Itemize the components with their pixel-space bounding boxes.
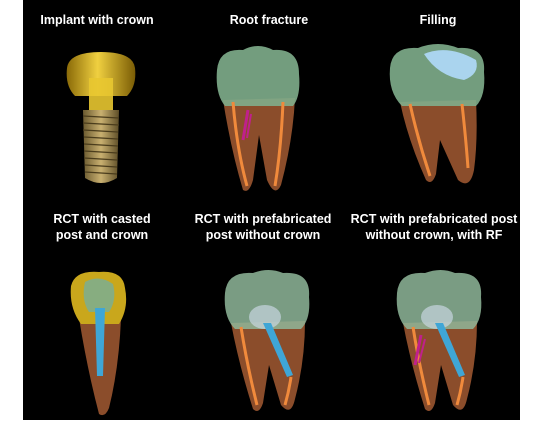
rct-prefabricated-post-tooth-illustration: [213, 265, 323, 415]
caption-root-fracture: Root fracture: [209, 12, 329, 28]
caption-rct-prefabricated-post-line2: post without crown: [183, 227, 343, 243]
implant-with-crown-illustration: [61, 48, 141, 193]
caption-implant-with-crown: Implant with crown: [37, 12, 157, 28]
caption-rct-casted-post: RCT with casted post and crown: [37, 211, 167, 243]
root-fracture-tooth-illustration: [203, 40, 313, 200]
caption-rct-casted-post-line2: post and crown: [37, 227, 167, 243]
caption-rct-casted-post-line1: RCT with casted: [37, 211, 167, 227]
caption-rct-prefabricated-post-rf-line1: RCT with prefabricated post: [349, 211, 519, 227]
rct-prefabricated-post-rf-tooth-illustration: [385, 265, 495, 415]
caption-rct-prefabricated-post-rf-line2: without crown, with RF: [349, 227, 519, 243]
caption-rct-prefabricated-post-line1: RCT with prefabricated: [183, 211, 343, 227]
figure-panel: Implant with crown Root fracture Filling: [23, 0, 520, 420]
filling-tooth-illustration: [378, 40, 498, 190]
rct-casted-post-tooth-illustration: [63, 268, 143, 418]
caption-filling: Filling: [388, 12, 488, 28]
caption-rct-prefabricated-post: RCT with prefabricated post without crow…: [183, 211, 343, 243]
caption-rct-prefabricated-post-rf: RCT with prefabricated post without crow…: [349, 211, 519, 243]
